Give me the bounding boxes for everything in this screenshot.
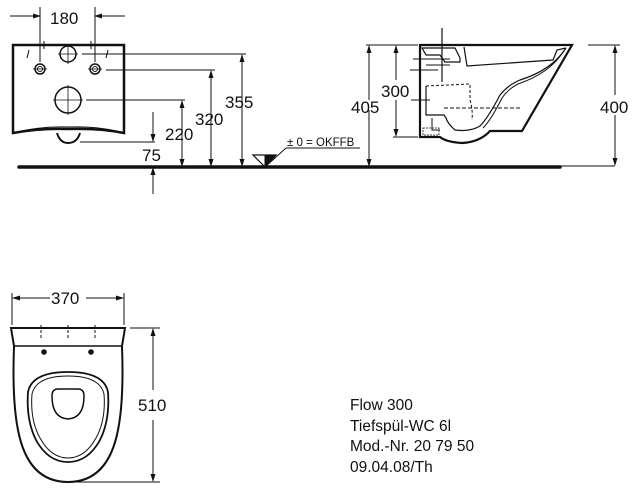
floor-reference-symbol bbox=[251, 147, 360, 169]
front-view bbox=[10, 7, 246, 194]
dim-405-label: 405 bbox=[351, 98, 379, 117]
product-name: Flow 300 bbox=[350, 397, 413, 414]
dim-300-label: 300 bbox=[381, 82, 409, 101]
side-view bbox=[366, 28, 620, 167]
top-view bbox=[9, 293, 160, 484]
dim-180-label: 180 bbox=[50, 9, 78, 28]
dim-510-label: 510 bbox=[138, 396, 166, 415]
dim-355-label: 355 bbox=[225, 93, 253, 112]
dim-75-label: 75 bbox=[142, 146, 161, 165]
product-type: Tiefspül-WC 6l bbox=[350, 417, 452, 435]
dim-400-label: 400 bbox=[600, 98, 628, 117]
model-number: Mod.-Nr. 20 79 50 bbox=[350, 438, 475, 455]
info-block: Flow 300 Tiefspül-WC 6l Mod.-Nr. 20 79 5… bbox=[350, 396, 474, 478]
dim-320-label: 320 bbox=[195, 110, 223, 129]
dim-220-label: 220 bbox=[165, 125, 193, 144]
drawing-date: 09.04.08/Th bbox=[350, 458, 433, 476]
dim-370-label: 370 bbox=[51, 289, 79, 308]
floor-reference-label: ± 0 = OKFFB bbox=[287, 137, 355, 149]
